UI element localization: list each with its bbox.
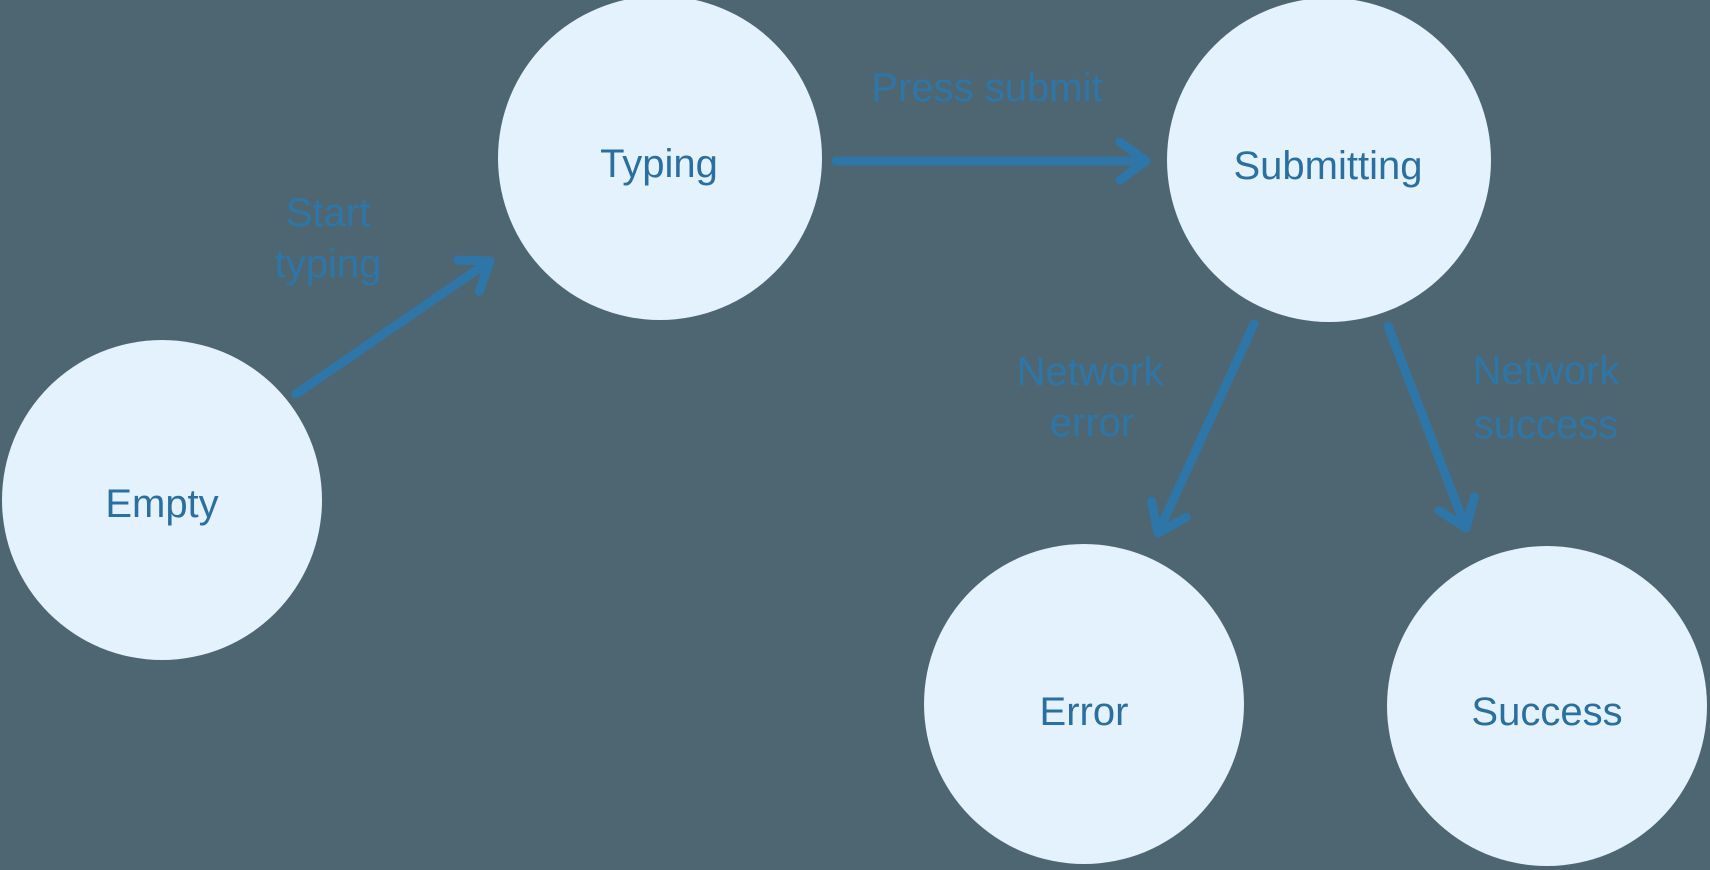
transition-label-network-success-line1: Network	[1473, 349, 1621, 393]
transition-label-network-success-line2: success	[1474, 403, 1619, 447]
node-typing-label: Typing	[600, 142, 718, 186]
node-typing	[498, 0, 822, 320]
arrow-submitting-to-success	[1383, 321, 1479, 533]
transition-label-press-submit: Press submit	[871, 66, 1102, 110]
node-submitting	[1167, 0, 1491, 322]
transition-label-start-typing-line1: Start	[286, 191, 370, 235]
transition-label-network-error-line2: error	[1050, 401, 1134, 445]
transition-label-start-typing-line2: typing	[275, 242, 382, 286]
node-error-label: Error	[1040, 690, 1129, 734]
arrow-empty-to-typing	[291, 255, 495, 399]
node-success-label: Success	[1471, 690, 1622, 734]
node-success	[1387, 546, 1707, 866]
node-submitting-label: Submitting	[1234, 144, 1423, 188]
node-error	[924, 544, 1244, 864]
arrow-submitting-to-error	[1147, 319, 1259, 538]
node-empty-label: Empty	[105, 482, 218, 526]
transition-label-network-error-line1: Network	[1017, 350, 1165, 394]
node-empty	[2, 340, 322, 660]
